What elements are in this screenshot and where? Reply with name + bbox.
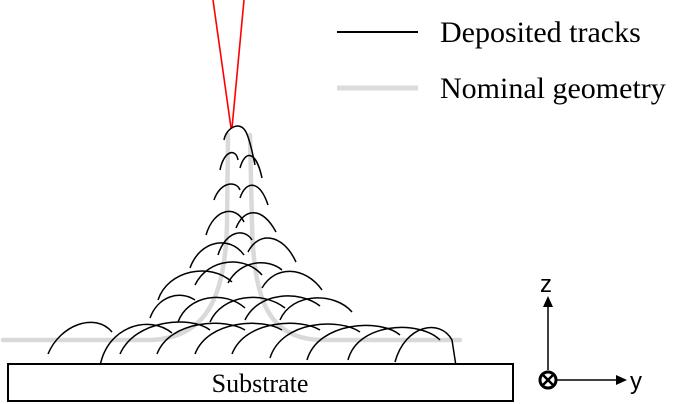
legend-deposited-label: Deposited tracks xyxy=(440,16,641,49)
track-l2-4 xyxy=(279,297,353,321)
track-l1-2 xyxy=(99,323,173,367)
track-l6-1 xyxy=(213,183,241,201)
substrate-block xyxy=(7,363,514,402)
track-l1-10 xyxy=(394,326,457,367)
track-l2-3 xyxy=(244,295,321,321)
nominal-geometry-left xyxy=(0,132,231,343)
y-axis-arrowhead xyxy=(616,375,627,385)
track-l6-2 xyxy=(239,184,269,206)
track-l8-1 xyxy=(223,125,256,166)
track-l1-6 xyxy=(231,322,321,355)
track-l3-2 xyxy=(194,261,263,286)
substrate-label: Substrate xyxy=(212,369,309,398)
track-l1-4 xyxy=(156,322,246,355)
legend: Deposited tracks Nominal geometry xyxy=(337,16,666,105)
nominal-geometry-right xyxy=(247,132,463,343)
laser-beam-left xyxy=(212,0,232,129)
track-l2-5 xyxy=(149,294,196,319)
track-l4-2 xyxy=(217,232,253,256)
laser-beam xyxy=(212,0,245,129)
track-l2-2 xyxy=(209,296,286,323)
deposited-tracks xyxy=(47,125,457,367)
track-l4-3 xyxy=(247,237,297,263)
track-l3-1 xyxy=(157,270,233,301)
track-l3-4 xyxy=(261,270,323,291)
x-axis-into-page-icon xyxy=(538,370,558,390)
nominal-geometry xyxy=(0,132,463,343)
y-axis-label: y xyxy=(630,368,642,395)
legend-nominal-label: Nominal geometry xyxy=(440,72,666,105)
track-l2-1 xyxy=(177,296,246,323)
track-l1-7 xyxy=(269,323,361,359)
track-l7-2 xyxy=(239,155,263,179)
track-l1-1 xyxy=(47,321,113,355)
laser-beam-right xyxy=(231,0,245,129)
track-l1-8 xyxy=(306,324,401,361)
track-l7-1 xyxy=(219,151,239,171)
track-l5-2 xyxy=(235,212,277,233)
substrate: Substrate xyxy=(7,363,514,402)
track-l4-1 xyxy=(189,242,245,269)
track-l3-3 xyxy=(227,262,283,284)
track-l1-3 xyxy=(119,321,211,355)
track-l1-9 xyxy=(347,326,441,361)
track-l1-5 xyxy=(194,322,283,355)
z-axis-arrowhead xyxy=(543,296,553,307)
z-axis-label: z xyxy=(540,271,552,298)
coordinate-axes: z y xyxy=(538,271,642,395)
